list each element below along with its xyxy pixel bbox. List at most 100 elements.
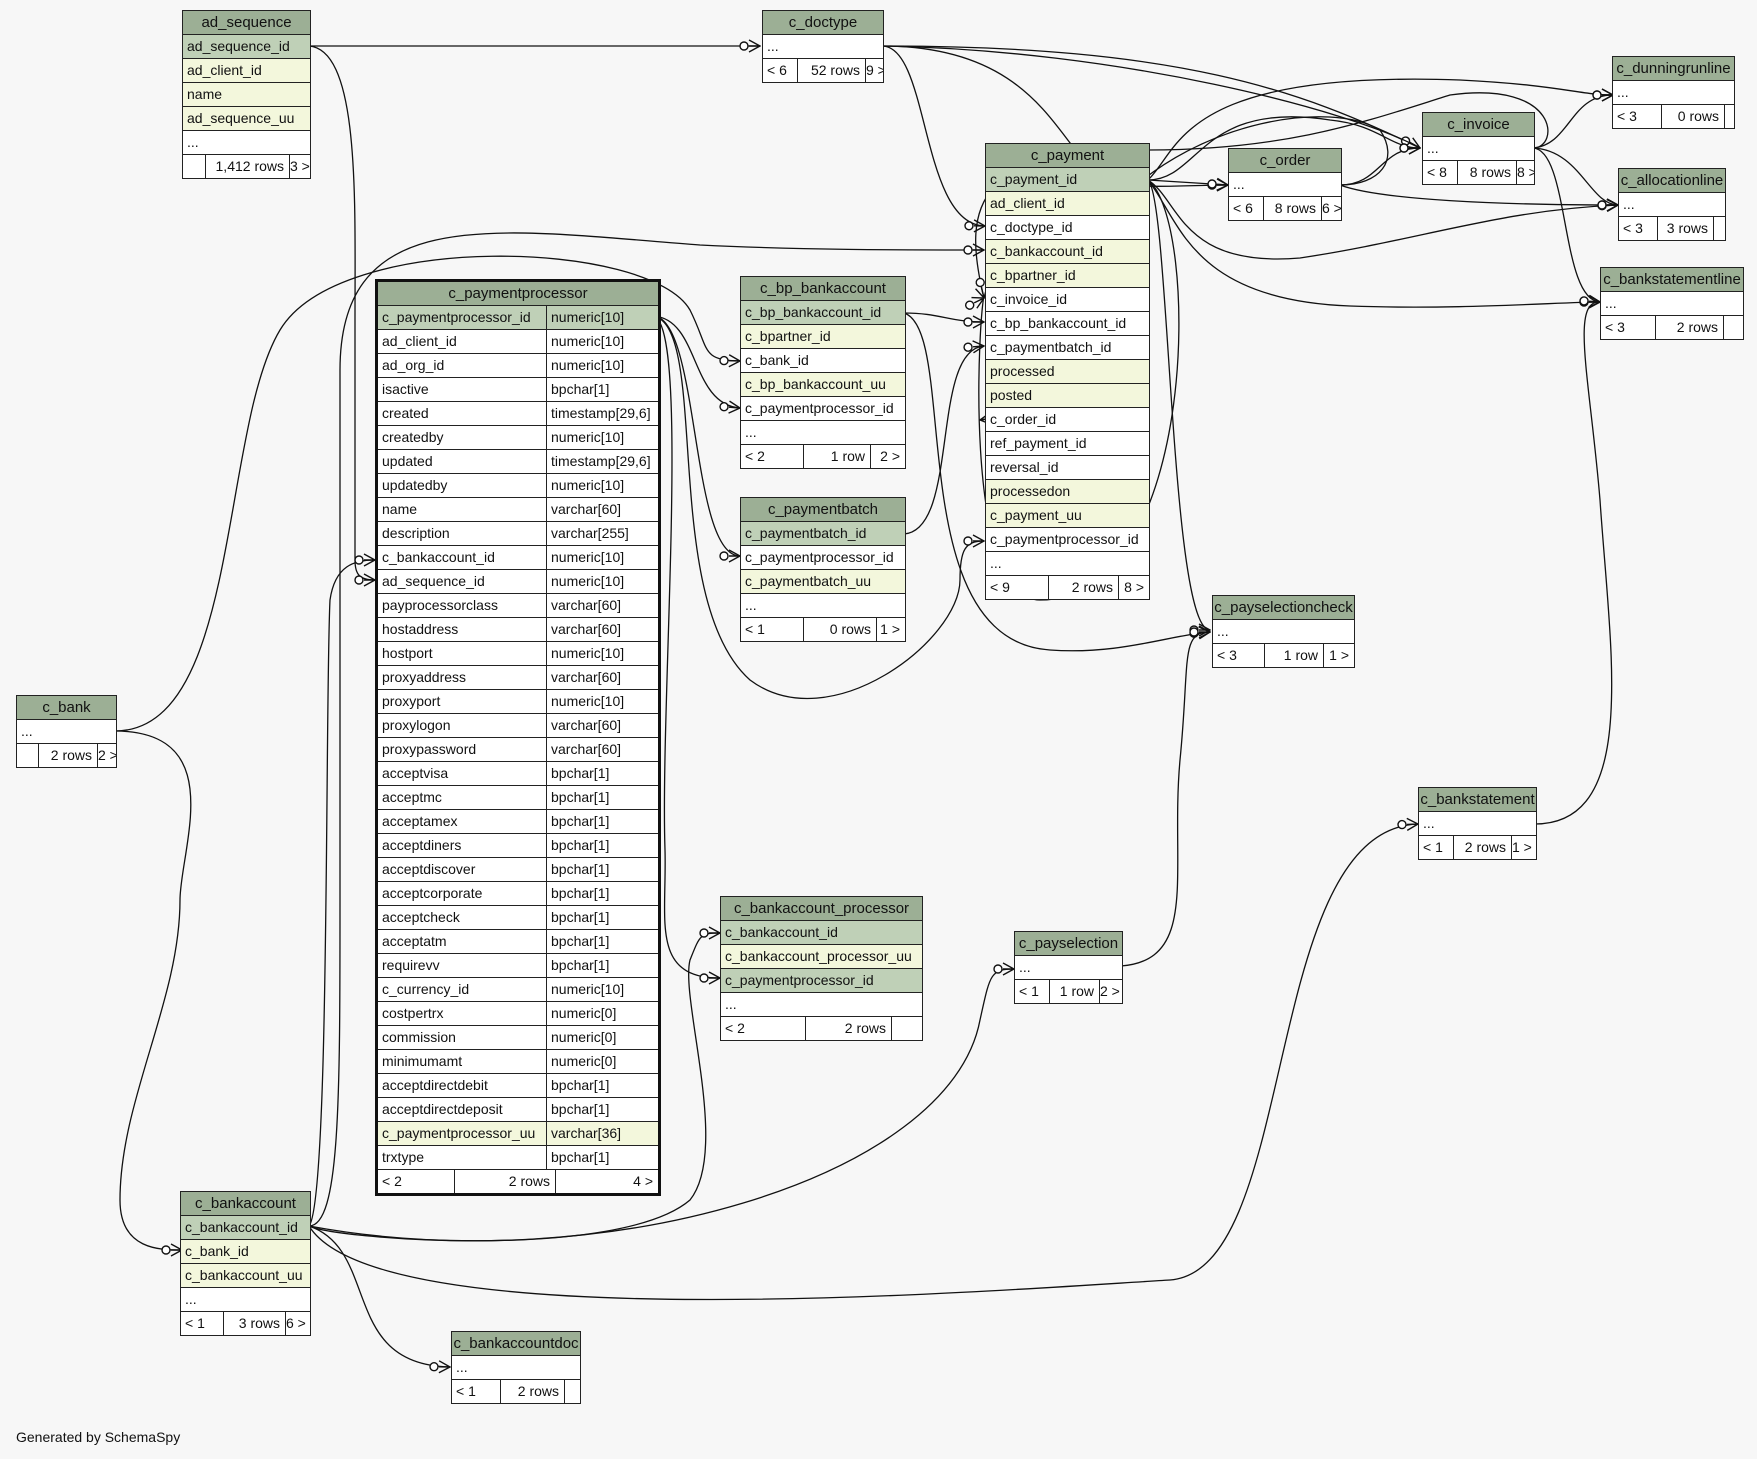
parent-count-link[interactable]: < 6 [1229, 197, 1264, 220]
parent-count-link[interactable] [17, 744, 39, 767]
parent-count-link[interactable]: < 1 [181, 1312, 224, 1335]
table-header[interactable]: c_payselectioncheck [1213, 596, 1354, 620]
column-row[interactable]: c_paymentprocessor_id [986, 528, 1149, 552]
parent-count-link[interactable]: < 2 [378, 1170, 455, 1193]
table-header[interactable]: c_doctype [763, 11, 883, 35]
parent-count-link[interactable]: < 9 [986, 576, 1049, 599]
child-count-link[interactable]: 6 > [286, 1315, 306, 1331]
column-row[interactable]: c_invoice_id [986, 288, 1149, 312]
column-row[interactable]: c_bp_bankaccount_uu [741, 373, 905, 397]
child-count-link[interactable]: 2 > [880, 448, 900, 464]
column-row[interactable]: c_paymentprocessor_id [721, 969, 922, 993]
child-count-link[interactable]: 8 > [1517, 164, 1534, 180]
table-header[interactable]: c_bankstatementline [1601, 268, 1743, 292]
column-row[interactable]: ... [721, 993, 922, 1017]
column-row[interactable]: ... [741, 421, 905, 445]
table-header[interactable]: c_dunningrunline [1613, 57, 1734, 81]
column-row[interactable]: c_bankaccount_id [986, 240, 1149, 264]
column-row[interactable]: c_bankaccount_processor_uu [721, 945, 922, 969]
column-row[interactable]: c_paymentbatch_id [741, 522, 905, 546]
column-row[interactable]: ad_sequence_id [183, 35, 310, 59]
child-count-link[interactable]: 4 > [633, 1173, 653, 1189]
column-row[interactable]: ... [763, 35, 883, 59]
column-row[interactable]: ... [1229, 173, 1341, 197]
child-count-link[interactable]: 2 > [98, 747, 116, 763]
parent-count-link[interactable]: < 3 [1213, 644, 1265, 667]
column-row[interactable]: ... [1619, 193, 1725, 217]
column-row[interactable]: ... [986, 552, 1149, 576]
parent-count-link[interactable]: < 1 [741, 618, 804, 641]
parent-count-link[interactable]: < 3 [1613, 105, 1662, 128]
column-row[interactable]: c_paymentprocessor_id [741, 546, 905, 570]
parent-count-link[interactable] [183, 155, 206, 178]
column-row[interactable]: ... [183, 131, 310, 155]
column-row[interactable]: c_payment_id [986, 168, 1149, 192]
table-header[interactable]: c_bp_bankaccount [741, 277, 905, 301]
column-row[interactable]: processedon [986, 480, 1149, 504]
child-count-link[interactable]: 2 > [1100, 983, 1120, 999]
column-row[interactable]: c_bankaccount_uu [181, 1264, 310, 1288]
child-count-link[interactable] [1725, 105, 1734, 128]
child-count-link[interactable]: 1 > [1512, 839, 1532, 855]
column-row[interactable]: ... [1613, 81, 1734, 105]
column-row[interactable]: c_doctype_id [986, 216, 1149, 240]
column-row[interactable]: ... [1419, 812, 1536, 836]
parent-count-link[interactable]: < 1 [452, 1380, 501, 1403]
child-count-link[interactable] [1714, 217, 1725, 240]
table-header[interactable]: c_bankaccountdoc [452, 1332, 580, 1356]
column-row[interactable]: posted [986, 384, 1149, 408]
child-count-link[interactable]: 8 > [1124, 579, 1144, 595]
column-row[interactable]: c_bp_bankaccount_id [986, 312, 1149, 336]
table-header[interactable]: c_bankaccount [181, 1192, 310, 1216]
parent-count-link[interactable]: < 8 [1423, 161, 1458, 184]
table-header[interactable]: c_payment [986, 144, 1149, 168]
table-header[interactable]: c_bankaccount_processor [721, 897, 922, 921]
column-row[interactable]: c_paymentprocessor_id [741, 397, 905, 421]
column-row[interactable]: c_paymentbatch_uu [741, 570, 905, 594]
column-row[interactable]: c_order_id [986, 408, 1149, 432]
parent-count-link[interactable]: < 2 [741, 445, 804, 468]
column-row[interactable]: c_bpartner_id [741, 325, 905, 349]
column-row[interactable]: c_bank_id [741, 349, 905, 373]
column-row[interactable]: c_bankaccount_id [721, 921, 922, 945]
parent-count-link[interactable]: < 6 [763, 59, 798, 82]
column-row[interactable]: ad_sequence_uu [183, 107, 310, 131]
column-row[interactable]: ... [452, 1356, 580, 1380]
column-row[interactable]: c_bpartner_id [986, 264, 1149, 288]
child-count-link[interactable]: 1 > [1329, 647, 1349, 663]
column-row[interactable]: c_bp_bankaccount_id [741, 301, 905, 325]
child-count-link[interactable] [565, 1380, 580, 1403]
